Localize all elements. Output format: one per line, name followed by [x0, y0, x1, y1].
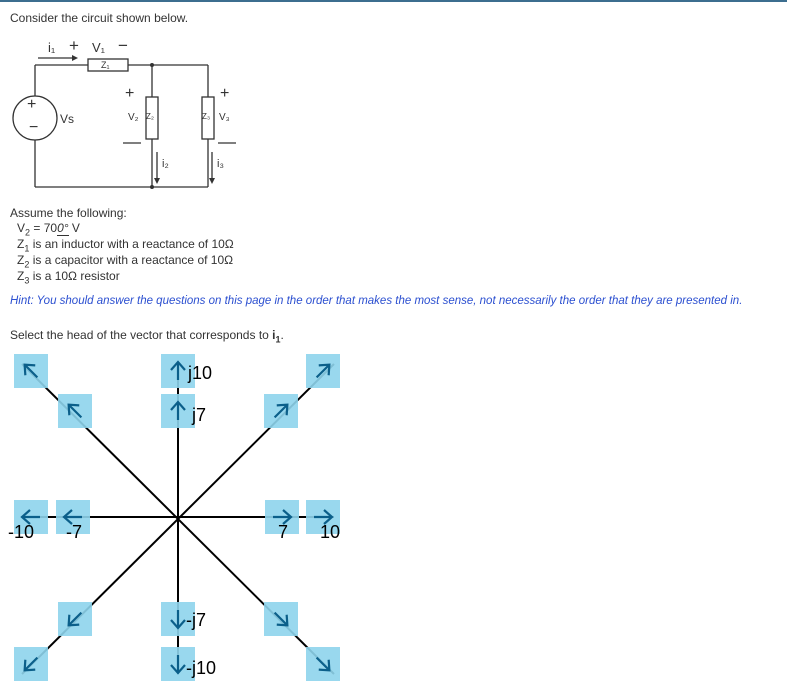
arrow-head-icon: [273, 509, 293, 525]
assumption-z1: Z1 is an inductor with a reactance of 10…: [17, 237, 234, 254]
label-z1: Z₁: [101, 60, 110, 70]
label-neg-j10: -j10: [186, 658, 216, 678]
label-pos-7: 7: [278, 522, 288, 542]
vector-head-ne10[interactable]: [306, 354, 340, 388]
label-z3: Z₃: [202, 112, 211, 121]
vector-head-e10[interactable]: [306, 500, 340, 534]
vector-head-s10[interactable]: [161, 647, 195, 681]
vector-head-se10[interactable]: [306, 647, 340, 681]
label-v1-plus: +: [69, 36, 79, 55]
arrow-head-icon: [273, 403, 289, 419]
arrow-head-icon: [315, 363, 331, 379]
assumption-v2: V2 = 700° V: [17, 221, 80, 238]
label-i1: i₁: [48, 40, 56, 55]
v3-plus: +: [220, 85, 230, 102]
label-i3: i₃: [217, 158, 224, 170]
assumption-z3: Z3 is a 10Ω resistor: [17, 269, 120, 286]
vector-head-n7[interactable]: [161, 394, 195, 428]
vector-head-ne7[interactable]: [264, 394, 298, 428]
label-z2: Z₂: [146, 112, 154, 121]
arrow-head-icon: [62, 509, 82, 525]
vector-head-nw7[interactable]: [58, 394, 92, 428]
prompt-text: Select the head of the vector that corre…: [10, 328, 284, 345]
arrow-head-icon: [170, 655, 186, 675]
arrow-head-icon: [170, 610, 186, 630]
arrow-head-icon: [67, 611, 83, 627]
assume-title: Assume the following:: [10, 206, 127, 220]
hint-text: Hint: You should answer the questions on…: [10, 295, 743, 307]
source-minus: −: [29, 119, 39, 136]
vector-head-sw7[interactable]: [58, 602, 92, 636]
intro-text: Consider the circuit shown below.: [10, 11, 189, 25]
v2-plus: +: [125, 85, 135, 102]
assumption-z2: Z2 is a capacitor with a reactance of 10…: [17, 253, 234, 270]
vector-head-n10[interactable]: [161, 354, 195, 388]
vector-head-se7[interactable]: [264, 602, 298, 636]
label-pos-j10: j10: [187, 363, 212, 383]
label-v1-minus: −: [118, 36, 128, 55]
vector-head-s7[interactable]: [161, 602, 195, 636]
label-neg-10: -10: [8, 522, 34, 542]
source-label: Vs: [60, 112, 75, 126]
label-pos-10: 10: [320, 522, 340, 542]
arrow-head-icon: [273, 611, 289, 627]
label-neg-j7: -j7: [186, 610, 206, 630]
arrow-head-icon: [170, 360, 186, 380]
vector-head-w10[interactable]: [14, 500, 48, 534]
label-i2: i₂: [162, 158, 169, 170]
arrow-head-icon: [67, 403, 83, 419]
label-neg-7: -7: [66, 522, 82, 542]
vector-head-w7[interactable]: [56, 500, 90, 534]
label-v3: V₃: [219, 112, 230, 123]
label-v1: V₁: [92, 40, 106, 55]
source-plus: +: [27, 96, 37, 113]
arrow-head-icon: [315, 656, 331, 672]
top-border: [0, 0, 787, 2]
arrow-head-icon: [23, 363, 39, 379]
vector-head-e7[interactable]: [265, 500, 299, 534]
arrow-head-icon: [170, 400, 186, 420]
vector-head-sw10[interactable]: [14, 647, 48, 681]
label-v2: V₂: [128, 112, 139, 123]
vector-head-nw10[interactable]: [14, 354, 48, 388]
arrow-head-icon: [23, 656, 39, 672]
arrow-head-icon: [314, 509, 334, 525]
arrow-head-icon: [20, 509, 40, 525]
label-pos-j7: j7: [191, 405, 206, 425]
